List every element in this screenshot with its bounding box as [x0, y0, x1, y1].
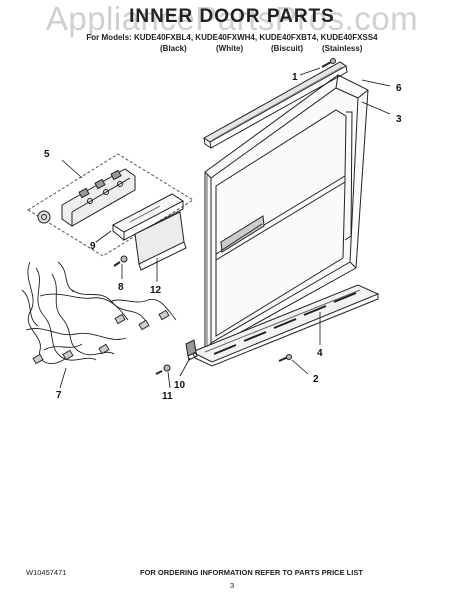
callout-6: 6 [396, 83, 402, 94]
callout-5: 5 [44, 149, 50, 160]
wire-harness [21, 261, 177, 365]
control-panel [61, 168, 136, 227]
control-board-cover [134, 211, 187, 271]
site-watermark: AppliancePartsPros.com [45, 0, 419, 37]
models-line: For Models: KUDE40FXBL4, KUDE40FXWH4, KU… [86, 33, 378, 42]
color-label-black: (Black) [160, 44, 187, 53]
color-label-white: (White) [216, 44, 244, 53]
callout-1: 1 [292, 72, 298, 83]
callout-7: 7 [56, 390, 62, 401]
top-trim-strip [203, 61, 348, 149]
callout-11: 11 [162, 391, 173, 402]
callout-3: 3 [396, 114, 402, 125]
screw-2 [278, 354, 292, 362]
color-label-stainless: (Stainless) [322, 44, 363, 53]
callout-8: 8 [118, 282, 124, 293]
callout-10: 10 [174, 380, 186, 391]
inner-door-panel [204, 74, 369, 353]
callout-9: 9 [90, 241, 96, 252]
footer-page-number: 3 [230, 581, 235, 590]
screw-1 [321, 58, 336, 68]
bottom-vent-strip [190, 284, 380, 367]
control-knob [37, 210, 51, 224]
screw-8 [113, 255, 128, 267]
callout-12: 12 [150, 285, 162, 296]
color-label-biscuit: (Biscuit) [271, 44, 303, 53]
screw-11 [155, 364, 171, 375]
page-title: INNER DOOR PARTS [129, 6, 335, 27]
callout-4: 4 [317, 348, 323, 359]
footer-part-number: W10457471 [26, 568, 67, 577]
callout-2: 2 [313, 374, 319, 385]
bracket-10 [185, 339, 198, 361]
footer-ordering-note: FOR ORDERING INFORMATION REFER TO PARTS … [140, 568, 363, 577]
